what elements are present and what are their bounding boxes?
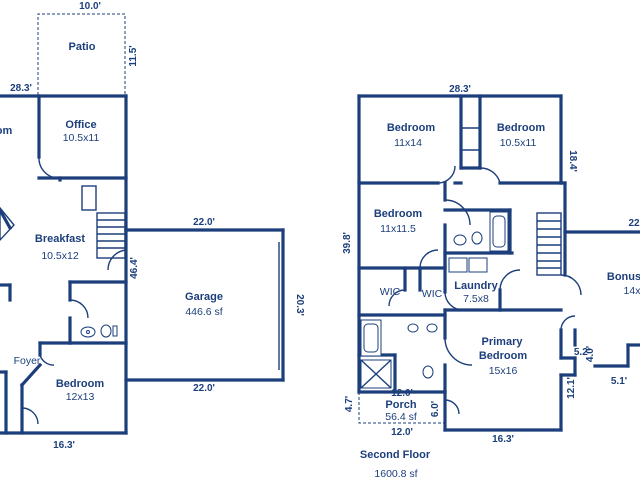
porch-size: 56.4 sf	[385, 411, 417, 423]
second-floor-interior-walls	[357, 94, 563, 394]
bedroom2-label: Bedroom	[497, 122, 546, 134]
second-floor-doors	[388, 165, 582, 415]
second-floor-fixtures	[360, 211, 509, 389]
primary-label-2: Bedroom	[479, 350, 528, 362]
bedroom1-label: Bedroom	[387, 122, 436, 134]
garage-size: 446.6 sf	[185, 306, 222, 318]
room-label-partial: om	[0, 125, 12, 137]
caption-area: 1600.8 sf	[374, 468, 417, 480]
dim-porch-left: 4.7'	[344, 396, 355, 412]
fireplace-icon	[0, 206, 15, 242]
first-floor-plan: om Office 10.5x11 Patio Breakfast 10.5x1…	[0, 1, 305, 451]
patio-label: Patio	[69, 41, 96, 53]
primary-label-1: Primary	[482, 336, 524, 348]
dim-patio-depth: 11.5'	[128, 45, 139, 66]
dim-right-upper: 18.4'	[567, 150, 578, 172]
dim-bonus-top: 22	[628, 218, 640, 229]
bedroom2-size: 10.5x11	[500, 137, 537, 149]
dim-top: 28.3'	[449, 84, 471, 95]
office-size: 10.5x11	[63, 132, 100, 144]
porch-label: Porch	[385, 399, 416, 411]
dim-garage-left: 46.4'	[129, 257, 140, 279]
floor-caption: Second Floor 1600.8 sf	[360, 449, 431, 480]
wic2-label: WIC	[422, 288, 443, 300]
office-label: Office	[65, 119, 96, 131]
bonus-size: 14x	[624, 285, 640, 297]
dim-house-bottom: 16.3'	[53, 440, 75, 451]
dim-porch-right: 6.0'	[430, 401, 441, 417]
wic1-label: WIC	[380, 286, 401, 298]
first-floor-walls	[0, 94, 285, 435]
second-floor-plan: Bedroom 11x14 Bedroom 10.5x11 Bedroom 11…	[342, 84, 640, 445]
dim-bump-depth: 4.0'	[585, 346, 596, 362]
half-bath-fixtures	[80, 324, 118, 338]
dim-bottom: 16.3'	[492, 434, 514, 445]
foyer-label: Foyer	[14, 355, 41, 367]
bedroom-label: Bedroom	[56, 378, 105, 390]
dim-porch-bottom: 12.0'	[391, 427, 413, 438]
patio-outline	[37, 13, 126, 95]
dim-house-top: 28.3'	[10, 83, 32, 94]
dim-garage-top: 22.0'	[193, 217, 215, 228]
primary-size: 15x16	[489, 365, 518, 377]
bedroom3-size: 11x11.5	[380, 223, 416, 235]
laundry-label: Laundry	[454, 280, 498, 292]
dim-bump-bottom: 5.1'	[611, 376, 627, 387]
dim-right-lower: 12.1'	[566, 377, 577, 399]
first-floor-doors	[21, 95, 127, 425]
porch-outline	[358, 392, 445, 424]
dim-garage-depth: 20.3'	[294, 294, 305, 316]
bedroom3-label: Bedroom	[374, 208, 423, 220]
garage-label: Garage	[185, 291, 223, 303]
dim-porch-top: 12.0'	[391, 388, 413, 399]
bedroom-size: 12x13	[66, 391, 95, 403]
breakfast-size: 10.5x12	[41, 250, 79, 262]
dim-patio-width: 10.0'	[79, 1, 101, 12]
breakfast-label: Breakfast	[35, 233, 85, 245]
caption-title: Second Floor	[360, 449, 431, 461]
laundry-size: 7.5x8	[463, 293, 489, 305]
bedroom1-size: 11x14	[394, 137, 422, 149]
bonus-label: Bonus	[607, 271, 640, 283]
dim-garage-bottom: 22.0'	[193, 383, 215, 394]
dim-left: 39.8'	[342, 232, 353, 254]
dim-bump-width: 5.2'	[574, 347, 590, 358]
